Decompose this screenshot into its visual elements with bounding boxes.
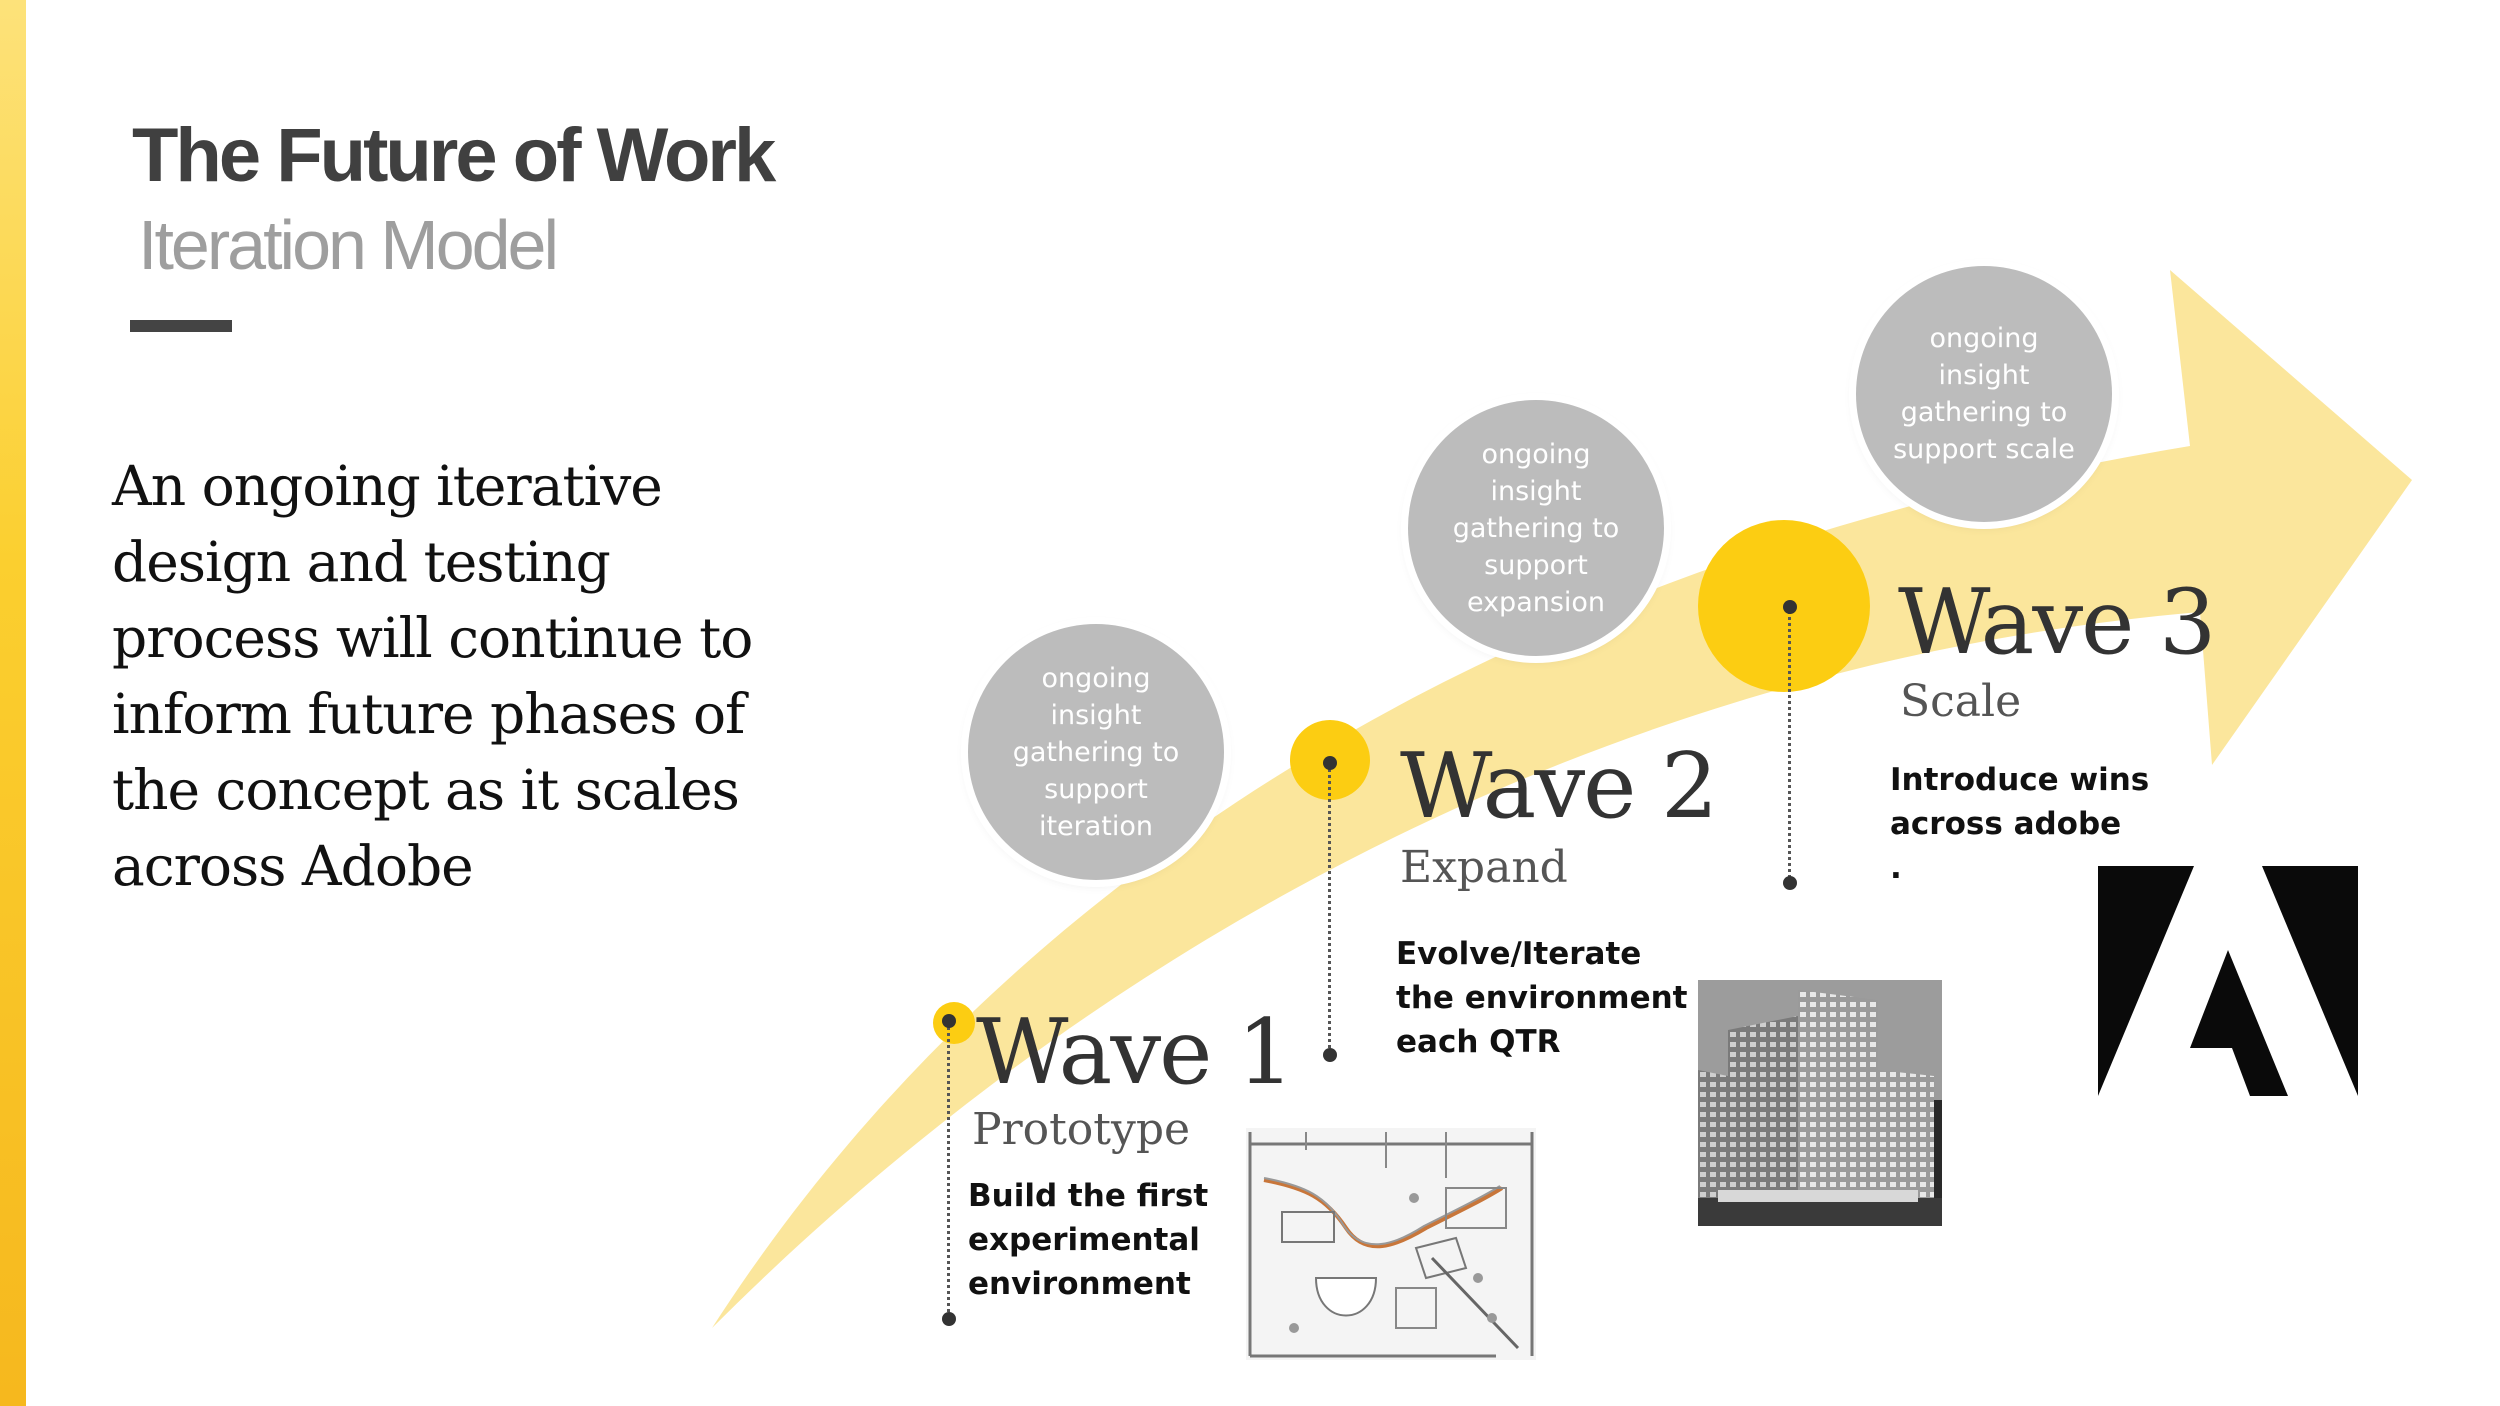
wave-1-title: Wave 1 [976,1000,1294,1105]
wave-2-description-line: Evolve/Iterate [1396,936,1642,972]
wave-1-description-line: Build the first [968,1178,1209,1214]
wave-3-description-line: across adobe [1890,806,2122,842]
wave-3-description: Introduce wins across adobe . [1890,758,2149,890]
wave-3-phase: Scale [1900,676,2022,727]
connector-line-wave-1 [947,1020,950,1320]
insight-bubble-wave-2: ongoing insight gathering to support exp… [1408,400,1664,656]
insight-text-wave-2: ongoing insight gathering to support exp… [1452,438,1620,618]
wave-2-title: Wave 2 [1400,734,1718,839]
connector-pin-top-wave-3 [1783,600,1797,614]
connector-pin-top-wave-2 [1323,756,1337,770]
wave-1-description: Build the first experimental environment [968,1174,1208,1306]
wave-2-description-line: the environment [1396,980,1688,1016]
left-accent-stripe [0,0,26,1406]
wave-2-description: Evolve/Iterate the environment each QTR [1396,932,1688,1064]
floor-plan-image [1246,1128,1536,1360]
slide-title: The Future of Work [132,113,776,198]
insight-text-wave-3: ongoing insight gathering to support sca… [1893,323,2075,465]
office-building-image [1698,980,1942,1226]
wave-2-description-line: each QTR [1396,1024,1561,1060]
wave-1-description-line: environment [968,1266,1191,1302]
slide-subtitle: Iteration Model [138,206,559,284]
title-underline [130,320,232,332]
connector-pin-bottom-wave-3 [1783,876,1797,890]
connector-pin-bottom-wave-2 [1323,1048,1337,1062]
adobe-logo [2098,866,2358,1096]
connector-pin-bottom-wave-1 [942,1312,956,1326]
wave-3-title: Wave 3 [1898,570,2216,675]
progress-arrow-shape [712,270,2412,1328]
wave-3-description-line: . [1890,850,1902,886]
wave-1-description-line: experimental [968,1222,1200,1258]
connector-line-wave-2 [1328,762,1331,1056]
wave-2-phase: Expand [1400,842,1568,893]
connector-pin-top-wave-1 [942,1014,956,1028]
floor-plan-drawing [1246,1128,1536,1360]
connector-line-wave-3 [1788,610,1791,886]
insight-bubble-wave-1: ongoing insight gathering to support ite… [968,624,1224,880]
insight-bubble-wave-3: ongoing insight gathering to support sca… [1856,266,2112,522]
insight-text-wave-1: ongoing insight gathering to support ite… [1012,662,1180,842]
wave-3-description-line: Introduce wins [1890,762,2150,798]
office-building-drawing [1698,980,1942,1226]
wave-1-phase: Prototype [972,1104,1191,1155]
intro-paragraph: An ongoing iterative design and testing … [112,454,753,898]
